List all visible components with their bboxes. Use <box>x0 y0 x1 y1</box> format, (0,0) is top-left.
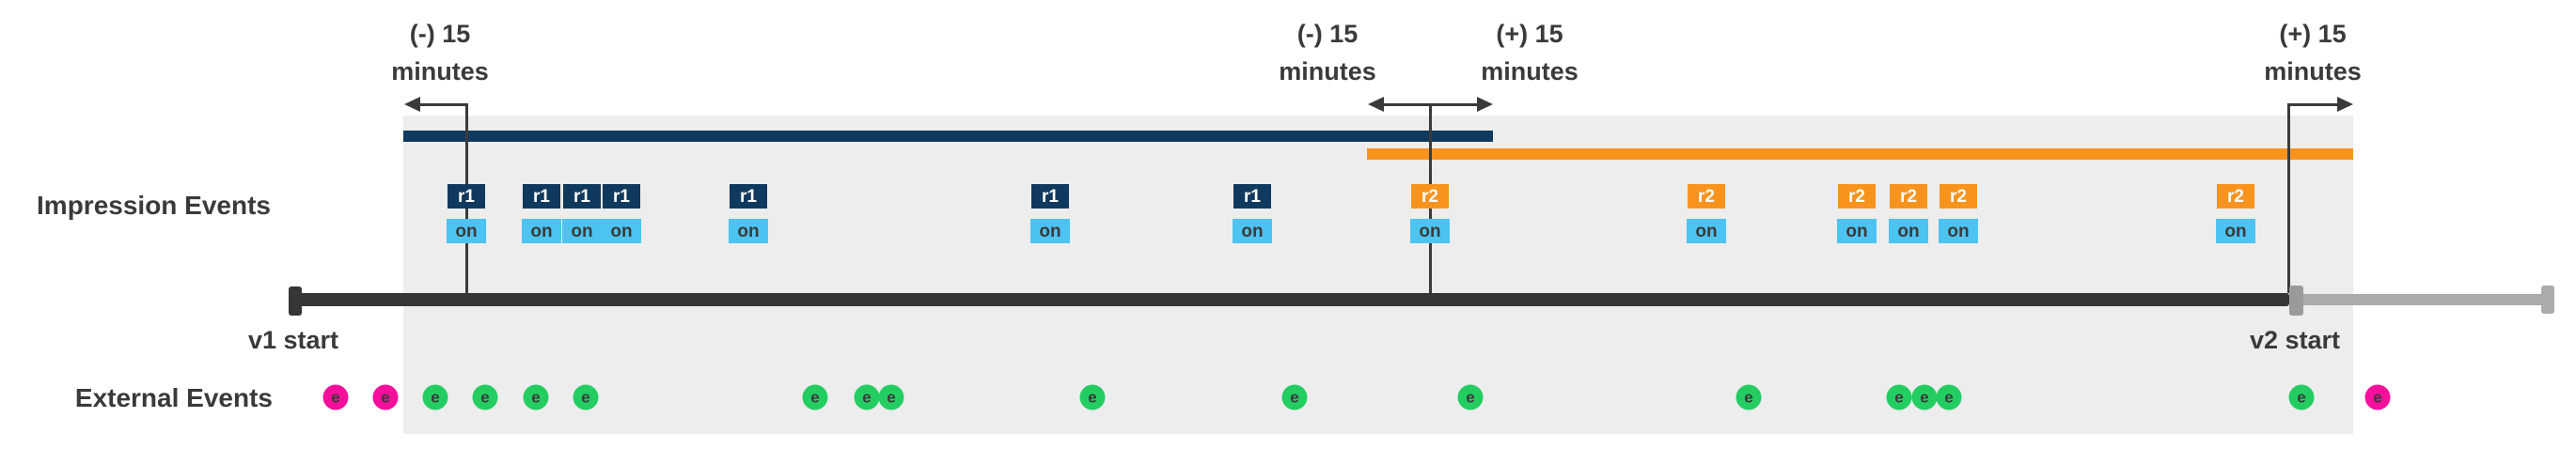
r2-first-impression-marker-offset-label: (-) 15 minutes <box>1279 15 1376 90</box>
impression-event-r1-box: r1 <box>563 184 601 209</box>
impression-status-on-box: on <box>602 219 641 243</box>
external-event-dot-green: e <box>573 384 599 410</box>
external-event-dot-green: e <box>1079 384 1106 410</box>
impression-status-on-box: on <box>2216 219 2255 243</box>
external-event-dot-green: e <box>523 384 549 410</box>
v2-start-tick <box>2289 286 2303 316</box>
external-event-dot-green: e <box>1886 384 1912 410</box>
offset-label-line1: (+) 15 <box>2279 20 2347 48</box>
external-event-dot-magenta: e <box>322 384 349 410</box>
offset-label-line2: minutes <box>2264 57 2362 85</box>
impression-status-on-box: on <box>1939 219 1978 243</box>
external-event-dot-green: e <box>2288 384 2315 410</box>
r1-first-impression-marker-offset-label: (-) 15 minutes <box>391 15 489 90</box>
v1-start-label: v1 start <box>247 326 339 354</box>
external-event-dot-green: e <box>1736 384 1762 410</box>
external-event-dot-green: e <box>1911 384 1938 410</box>
external-event-dot-green: e <box>472 384 498 410</box>
impression-event-r2-box: r2 <box>1688 184 1725 209</box>
r2-first-impression-marker-arrow-shaft <box>1430 103 1480 106</box>
v2-start-label: v2 start <box>2249 326 2341 354</box>
external-event-dot-green: e <box>1457 384 1484 410</box>
arrowhead-right-icon <box>1477 97 1493 112</box>
v1-timeline-line <box>289 293 2289 306</box>
impression-events-row-label: Impression Events <box>37 191 271 220</box>
external-event-dot-green: e <box>1936 384 1962 410</box>
v2-timeline-line <box>2301 294 2541 305</box>
r2-first-impression-marker-arrow-shaft <box>1381 103 1430 106</box>
timeline-end-cap <box>2541 286 2554 314</box>
offset-label-line2: minutes <box>1279 57 1376 85</box>
impression-event-r2-box: r2 <box>2217 184 2254 209</box>
impression-event-r2-box: r2 <box>1890 184 1927 209</box>
external-event-dot-magenta: e <box>372 384 399 410</box>
impression-event-r1-box: r1 <box>448 184 485 209</box>
v2-window-close-marker-arrow-shaft <box>2288 103 2340 106</box>
impression-event-r1-box: r1 <box>730 184 767 209</box>
v2-window-close-marker-line <box>2286 103 2290 293</box>
external-event-dot-magenta: e <box>2364 384 2391 410</box>
impression-event-r1-box: r1 <box>523 184 560 209</box>
r1-first-impression-marker-arrow-shaft <box>417 103 466 106</box>
impression-status-on-box: on <box>1233 219 1272 243</box>
impression-event-r1-box: r1 <box>1233 184 1271 209</box>
offset-label-line1: (-) 15 <box>1296 20 1359 48</box>
external-events-row-label: External Events <box>74 383 273 412</box>
offset-label-line1: (+) 15 <box>1496 20 1563 48</box>
impression-status-on-box: on <box>562 219 602 243</box>
arrowhead-right-icon <box>2337 97 2353 112</box>
arrowhead-left-icon <box>404 97 420 112</box>
impression-event-r2-box: r2 <box>1411 184 1449 209</box>
impression-status-on-box: on <box>447 219 486 243</box>
analysis-window-panel <box>403 116 2353 434</box>
offset-label-line2: minutes <box>391 57 489 85</box>
external-event-dot-green: e <box>422 384 448 410</box>
offset-label-line2: minutes <box>1481 57 1579 85</box>
impression-status-on-box: on <box>1687 219 1726 243</box>
offset-label-line1: (-) 15 <box>409 20 471 48</box>
external-event-dot-green: e <box>802 384 828 410</box>
v2-attribution-window-bar <box>1367 148 2353 160</box>
impression-event-r2-box: r2 <box>1940 184 1977 209</box>
impression-status-on-box: on <box>1837 219 1877 243</box>
external-event-dot-green: e <box>854 384 880 410</box>
impression-status-on-box: on <box>1030 219 1070 243</box>
impression-event-r1-box: r1 <box>603 184 640 209</box>
v2-window-close-marker-offset-label: (+) 15 minutes <box>2264 15 2362 90</box>
arrowhead-left-icon <box>1368 97 1384 112</box>
external-event-dot-green: e <box>878 384 904 410</box>
impression-status-on-box: on <box>729 219 768 243</box>
impression-status-on-box: on <box>1889 219 1928 243</box>
external-event-dot-green: e <box>1281 384 1308 410</box>
v1-start-cap <box>289 286 302 316</box>
impression-event-r1-box: r1 <box>1031 184 1069 209</box>
r2-first-impression-marker-offset-label: (+) 15 minutes <box>1481 15 1579 90</box>
v1-attribution-window-bar <box>403 131 1493 142</box>
impression-event-r2-box: r2 <box>1838 184 1876 209</box>
impression-status-on-box: on <box>522 219 561 243</box>
impression-status-on-box: on <box>1410 219 1450 243</box>
